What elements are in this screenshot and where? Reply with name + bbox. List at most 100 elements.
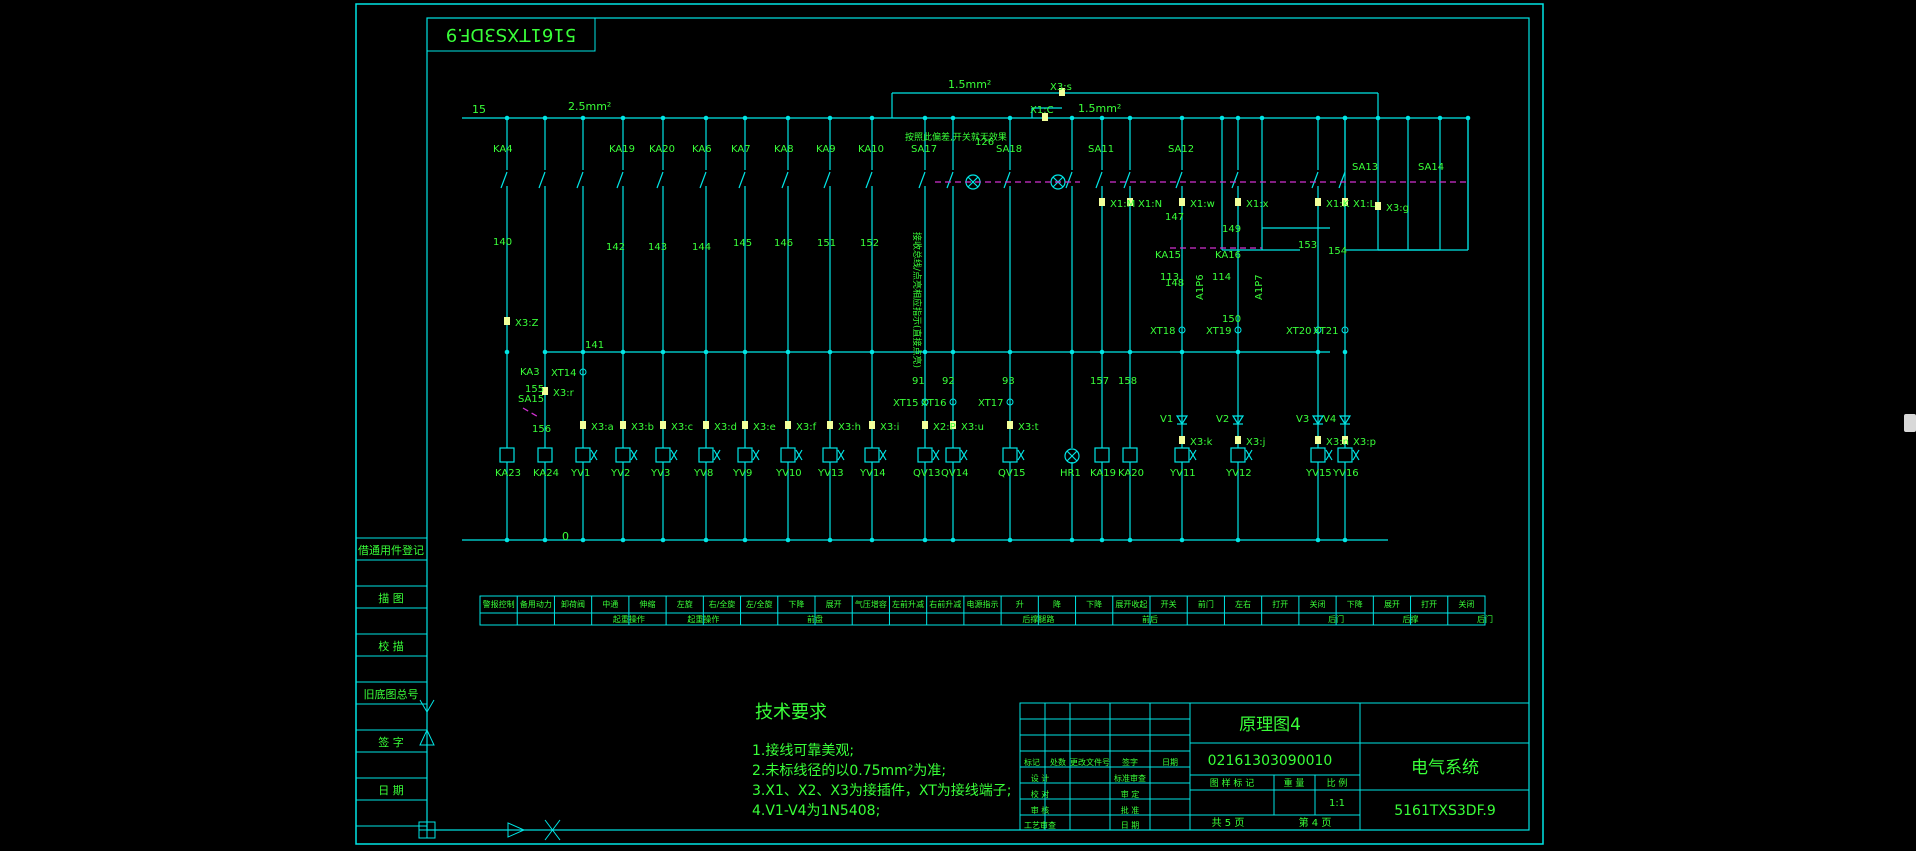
junction-node [1007, 537, 1013, 543]
wire-number-147: 147 [1165, 212, 1184, 223]
junction-node [580, 115, 586, 121]
valve-mark [879, 449, 887, 461]
connector-label-x3-i: X3:i [880, 422, 899, 433]
junction-node [660, 537, 666, 543]
wire [616, 171, 624, 189]
wire-number-158: 158 [1118, 376, 1137, 387]
titleblock-label-date2: 日 期 [1121, 821, 1140, 830]
wire [538, 171, 546, 189]
connector-pin [827, 421, 833, 429]
connector-label-x3-b: X3:b [631, 422, 654, 433]
contact-label-sa14: SA14 [1418, 162, 1444, 173]
connector-label-x3-f: X3:f [796, 422, 817, 433]
connector-label-x3-p: X3:p [1353, 437, 1376, 448]
connector-pin [1315, 198, 1321, 206]
drawing-title: 原理图4 [1239, 715, 1301, 735]
vertical-note: 接收总线/点亮相应指示(直接点亮) [911, 232, 923, 368]
valve-coil [1230, 447, 1246, 463]
wire-spec-branch2: 1.5mm² [1078, 102, 1121, 115]
junction-node [1315, 349, 1321, 355]
connector-label-x1-x: X1:x [1246, 199, 1269, 210]
connector-label-x3-u: X3:u [961, 422, 984, 433]
load-label-yv3: YV3 [650, 468, 670, 479]
wire-number-151: 151 [817, 238, 836, 249]
connector-label-x1-k: X1:K [1326, 199, 1350, 210]
connector-label-x3-s: X3:s [1050, 82, 1072, 93]
connector-label-x3-j: X3:j [1246, 437, 1265, 448]
connector-pin [950, 421, 956, 429]
valve-mark [1189, 449, 1197, 461]
connector-label-x3-t: X3:t [1018, 422, 1039, 433]
wire [699, 171, 707, 189]
connector-label-x3-r: X3:r [553, 388, 575, 399]
connector-pin [1315, 436, 1321, 444]
load-label-qv13: QV13 [913, 468, 940, 479]
tech-req-item-4: 4.V1-V4为1N5408; [752, 803, 880, 819]
lamp-x [1066, 450, 1078, 462]
function-cell: 电源指示 [967, 599, 999, 609]
scrollbar-handle[interactable] [1904, 414, 1916, 432]
connector-pin [1235, 436, 1241, 444]
junction-node [1437, 115, 1443, 121]
contact-label-sa12: SA12 [1168, 144, 1194, 155]
function-cell: 打开 [1421, 599, 1437, 609]
connector-label-x3-g: X3:g [1386, 203, 1409, 214]
diode [1311, 415, 1325, 426]
connector-label-x1-l: X1:L [1353, 199, 1376, 210]
junction-node [742, 115, 748, 121]
mirrored-code-box [426, 17, 596, 52]
tech-req-heading: 技术要求 [755, 702, 827, 723]
junction-node [1315, 537, 1321, 543]
junction-node [950, 537, 956, 543]
junction-node [1315, 115, 1321, 121]
connector-pin [869, 421, 875, 429]
contact-label-sa18: SA18 [996, 144, 1022, 155]
terminal-label-xt18: XT18 [1150, 326, 1176, 337]
wire-number-142: 142 [606, 242, 625, 253]
junction-node [504, 115, 510, 121]
bus-label: 15 [472, 103, 486, 116]
wire-number-150: 150 [1222, 314, 1241, 325]
stamp-label: 校 描 [378, 639, 404, 653]
contact-label-ka7: KA7 [731, 144, 751, 155]
function-group-cell: 起重操作 [613, 614, 645, 624]
junction-node [620, 349, 626, 355]
valve-mark [713, 449, 721, 461]
wire [865, 171, 873, 189]
wire-spec-main: 2.5mm² [568, 100, 611, 113]
title-block-signoff-grid: 标记处数更改文件号签字日期设 计标准审查校 对审 定审 核批 准工艺审查日 期 [1020, 702, 1190, 830]
connector-label-x3-c: X3:c [671, 422, 693, 433]
valve-coil [1174, 447, 1190, 463]
titleblock-label-examine: 审 定 [1121, 789, 1140, 799]
junction-node [1069, 537, 1075, 543]
wire [738, 171, 746, 189]
wire-number-113: 113 [1160, 272, 1179, 283]
tech-req-item-3: 3.X1、X2、X3为接插件，XT为接线端子; [752, 782, 1011, 799]
connector-label-x1-w: X1:w [1190, 199, 1215, 210]
ground-label: 0 [562, 530, 569, 543]
junction-node [1219, 115, 1225, 121]
valve-mark [837, 449, 845, 461]
load-label-qv14: QV14 [941, 468, 968, 479]
mirrored-code: 5161TXS3DF.9 [446, 24, 577, 45]
system-name: 电气系统 [1411, 758, 1479, 778]
junction-node [1342, 349, 1348, 355]
connector-label-x3-h: X3:h [838, 422, 861, 433]
titleblock-label-change-doc: 更改文件号 [1070, 757, 1110, 767]
load-label-yv10: YV10 [775, 468, 802, 479]
wire [918, 171, 926, 189]
contact-label-sa15: SA15 [518, 394, 544, 405]
wire [1175, 171, 1183, 189]
function-cell: 伸缩 [640, 599, 656, 609]
mechanical-linkages [522, 181, 1468, 419]
valve-mark [670, 449, 678, 461]
connector-pin [660, 421, 666, 429]
titleblock-label-count: 处数 [1050, 757, 1066, 767]
function-cell: 展开 [1384, 600, 1400, 609]
junction-node [1179, 349, 1185, 355]
junction-node [827, 115, 833, 121]
connector-label-x3-a: X3:a [591, 422, 614, 433]
wire [1311, 171, 1319, 189]
module-label-a1p7: A1P7 [1254, 274, 1265, 300]
